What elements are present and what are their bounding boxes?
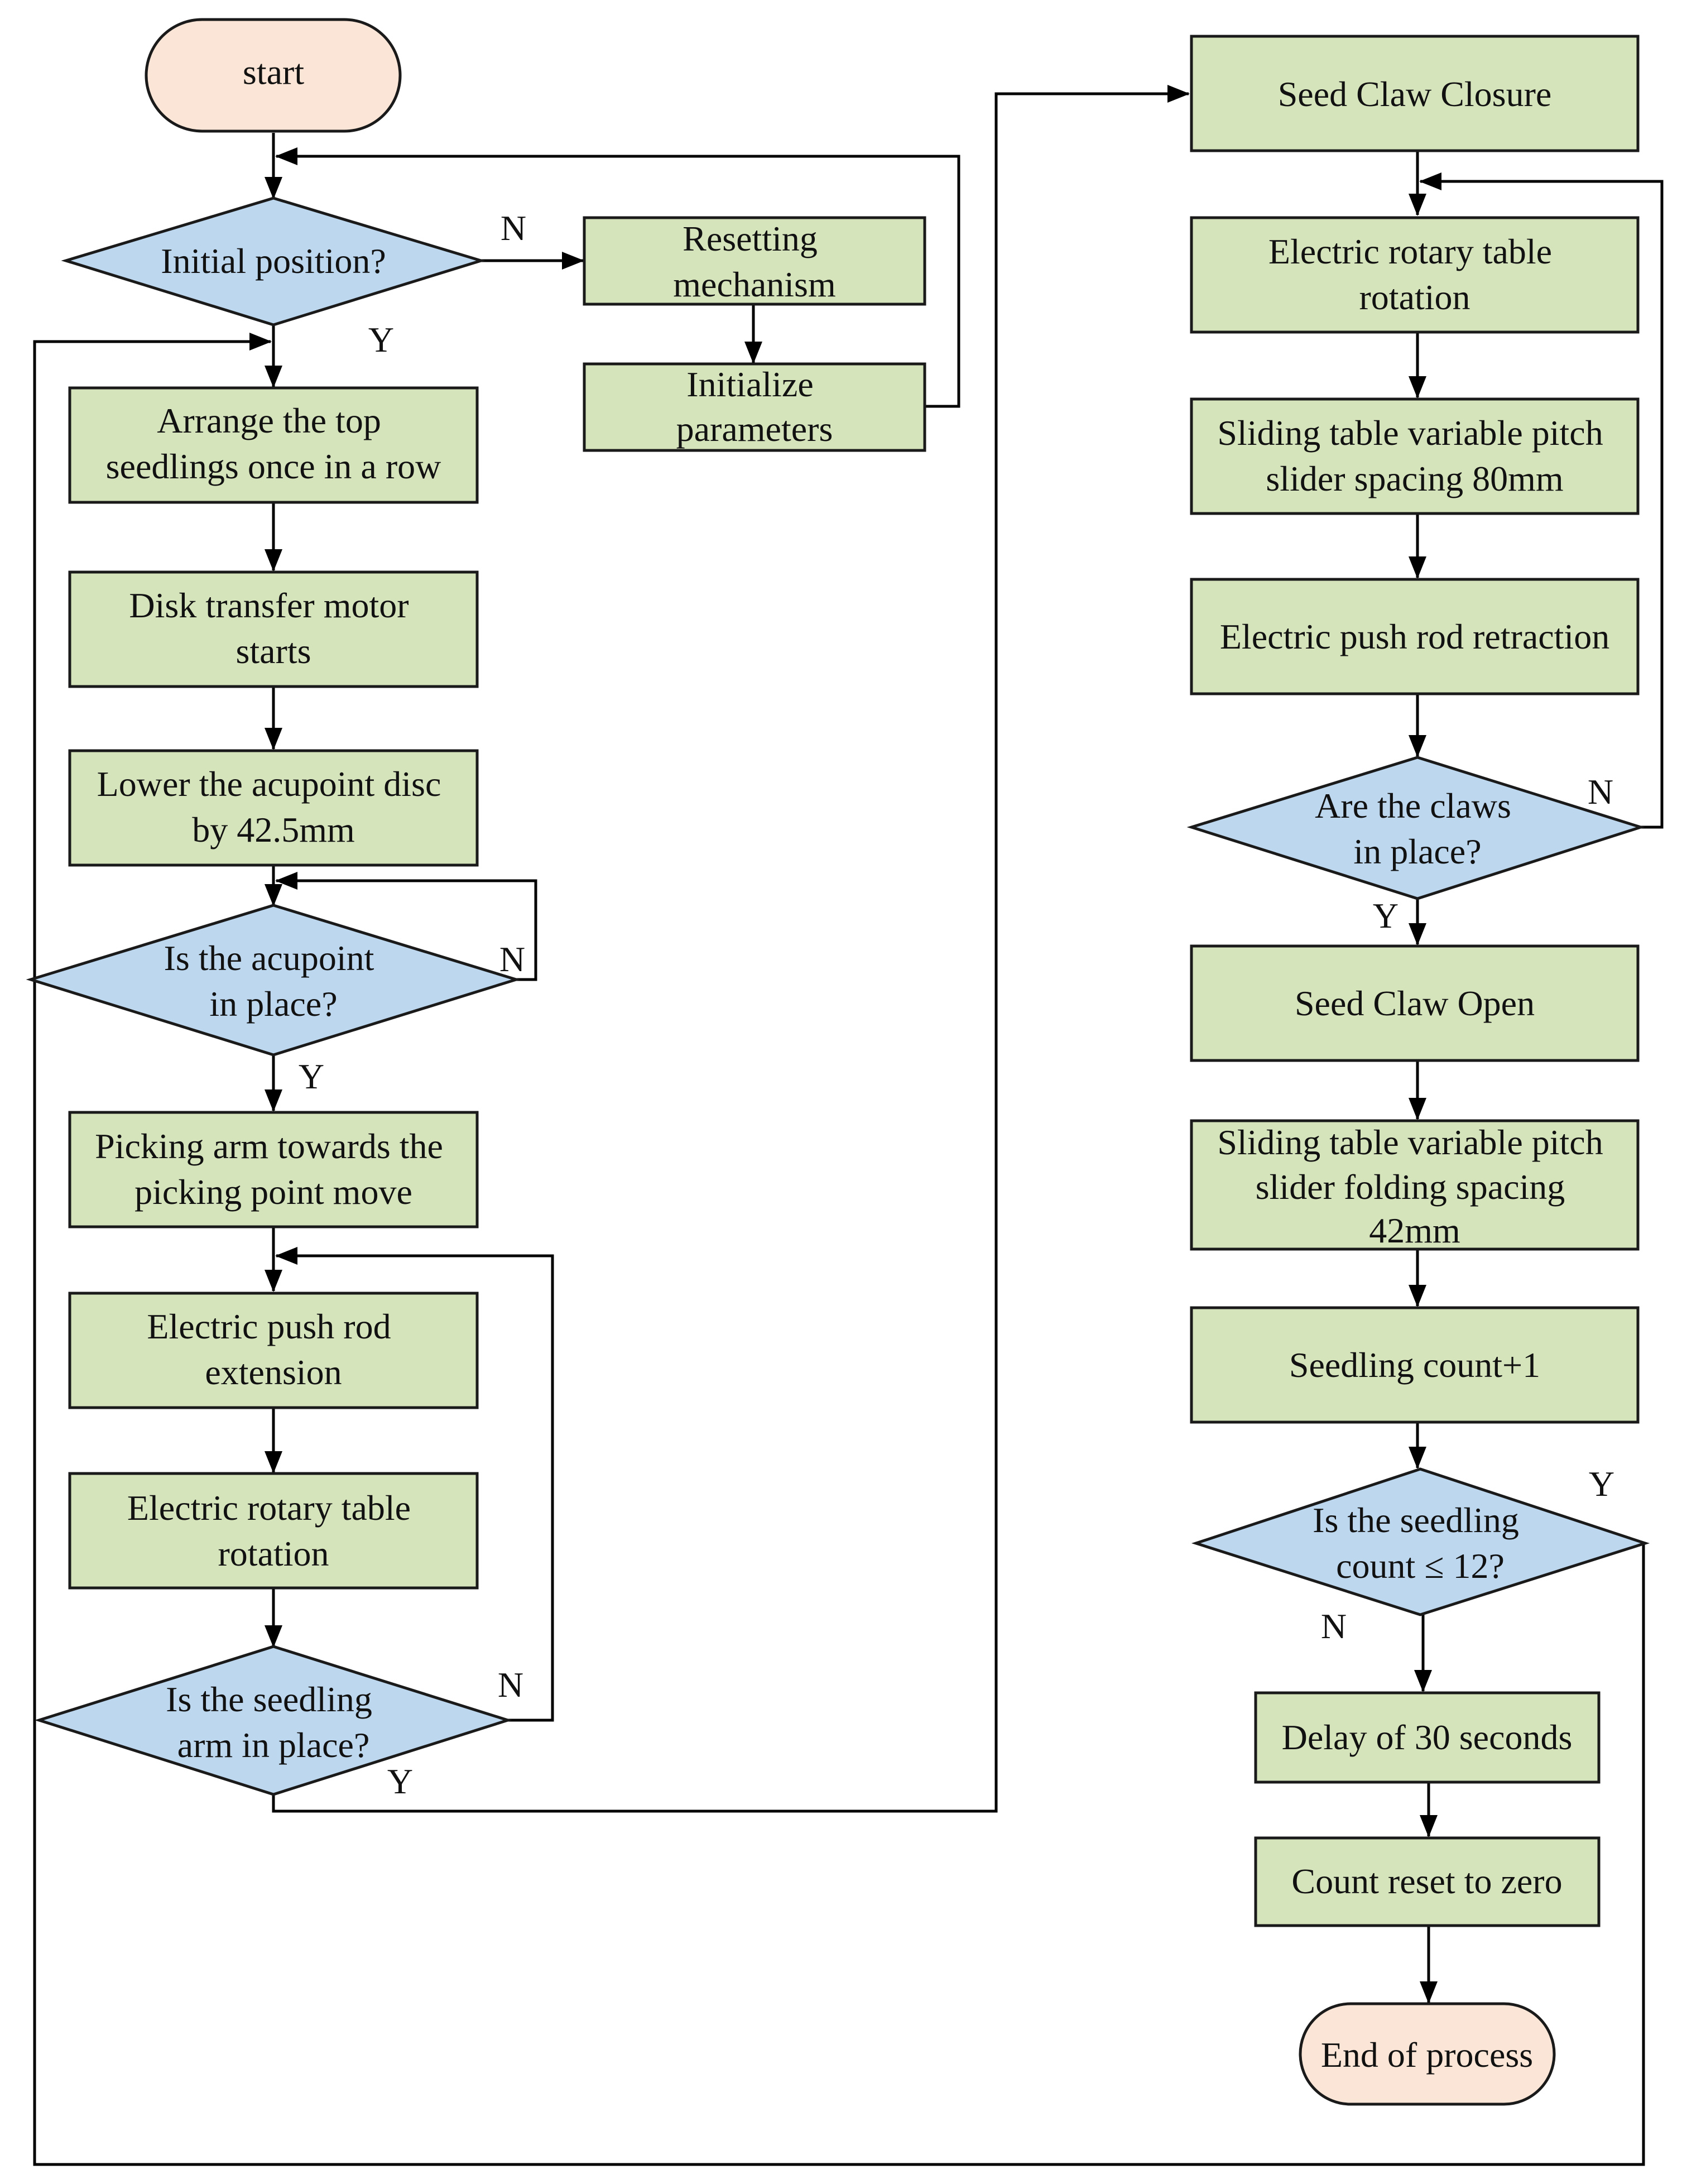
node-seedling-count-increment-label: Seedling count+1 [1289,1345,1540,1385]
node-claws-check: Are the claws in place? [1186,756,1646,900]
node-lower-acupoint-disc-label: Lower the acupoint disc by 42.5mm [97,764,450,849]
node-initialize-parameters-label: Initialize parameters [676,364,833,449]
node-rotary-table-right-label: Electric rotary table rotation [1268,232,1561,317]
node-lower-acupoint-disc: Lower the acupoint disc by 42.5mm [68,749,479,867]
node-acupoint-check: Is the acupoint in place? [26,904,521,1057]
node-seed-claw-open-label: Seed Claw Open [1295,983,1535,1023]
node-seedling-count-increment: Seedling count+1 [1190,1306,1640,1424]
node-arrange-seedlings: Arrange the top seedlings once in a row [68,386,479,504]
node-slider-folding-42: Sliding table variable pitch slider fold… [1190,1119,1640,1251]
arrow-acupoint-loop [275,872,537,981]
node-claws-check-label: Are the claws in place? [1315,786,1520,871]
node-count-reset: Count reset to zero [1254,1836,1601,1927]
node-slider-folding-42-label: Sliding table variable pitch slider fold… [1217,1122,1612,1250]
label-initial-yes: Y [368,320,394,359]
node-arm-check: Is the seedling arm in place? [34,1645,513,1796]
node-slider-spacing-80-label: Sliding table variable pitch slider spac… [1217,413,1612,498]
node-arrange-seedlings-label: Arrange the top seedlings once in a row [106,401,441,486]
node-rotary-table-left: Electric rotary table rotation [68,1472,479,1590]
node-picking-arm: Picking arm towards the picking point mo… [68,1111,479,1228]
label-count-yes: Y [1589,1464,1614,1504]
node-count-check: Is the seedling count ≤ 12? [1191,1467,1650,1616]
arrow-arm-yes [272,85,1190,1813]
arrow-reset-loop [275,147,960,408]
arrow-claws-loop [1419,172,1664,829]
node-push-rod-retraction: Electric push rod retraction [1190,578,1640,695]
label-claws-yes: Y [1373,896,1399,935]
node-push-rod-retraction-label: Electric push rod retraction [1220,617,1609,656]
node-end: End of process [1299,2002,1556,2106]
node-resetting-mechanism-label: Resetting mechanism [673,219,835,304]
label-count-no: N [1321,1606,1347,1646]
node-disk-transfer-motor-label: Disk transfer motor starts [129,585,417,671]
node-count-reset-label: Count reset to zero [1291,1861,1562,1901]
node-seed-claw-closure-label: Seed Claw Closure [1278,74,1552,114]
connectors [33,85,1664,2166]
node-end-label: End of process [1321,2035,1533,2075]
node-push-rod-extension: Electric push rod extension [68,1292,479,1409]
node-count-check-label: Is the seedling count ≤ 12? [1313,1500,1528,1586]
label-arm-no: N [498,1665,523,1705]
node-acupoint-check-label: Is the acupoint in place? [164,938,383,1024]
node-seed-claw-open: Seed Claw Open [1190,944,1640,1062]
node-start: start [145,18,402,133]
node-resetting-mechanism: Resetting mechanism [583,216,926,306]
branch-labels: N Y N Y N Y N Y Y N [299,208,1614,1801]
arrow-count-loop [33,333,1645,2166]
node-delay-30s: Delay of 30 seconds [1254,1691,1601,1784]
node-seed-claw-closure: Seed Claw Closure [1190,35,1640,152]
label-acupoint-no: N [499,939,525,979]
node-rotary-table-right: Electric rotary table rotation [1190,216,1640,334]
node-picking-arm-label: Picking arm towards the picking point mo… [95,1126,452,1212]
label-claws-no: N [1588,772,1613,812]
node-rotary-table-left-label: Electric rotary table rotation [127,1488,420,1573]
label-arm-yes: Y [387,1761,413,1801]
node-initialize-parameters: Initialize parameters [583,362,926,452]
node-push-rod-extension-label: Electric push rod extension [147,1307,400,1392]
label-acupoint-yes: Y [299,1057,324,1096]
node-slider-spacing-80: Sliding table variable pitch slider spac… [1190,397,1640,515]
node-initial-position-label: Initial position? [161,241,386,281]
label-initial-no: N [501,208,526,248]
node-delay-30s-label: Delay of 30 seconds [1282,1717,1573,1757]
arrow-arm-loop [275,1247,554,1722]
node-start-label: start [243,52,304,92]
node-arm-check-label: Is the seedling arm in place? [166,1679,381,1765]
node-initial-position: Initial position? [61,196,486,327]
node-disk-transfer-motor: Disk transfer motor starts [68,570,479,688]
